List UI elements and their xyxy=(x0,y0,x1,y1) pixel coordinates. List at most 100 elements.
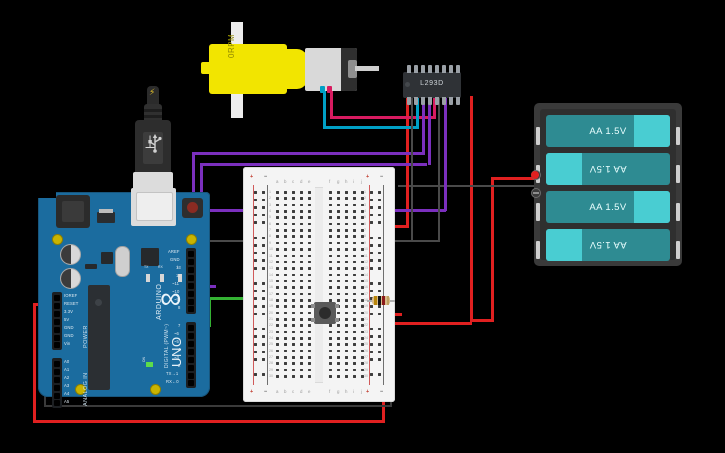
pin-label-a0: A0 xyxy=(64,359,70,364)
wire-pin13-vertical xyxy=(422,96,425,154)
wire-5v-bottom xyxy=(33,420,385,423)
motor-terminal-negative[interactable] xyxy=(320,86,325,93)
usb-symbol-icon xyxy=(148,134,162,153)
l-led xyxy=(178,274,182,282)
smd-chip xyxy=(101,252,113,264)
usb-connector-body xyxy=(135,120,171,178)
arduino-uno-board[interactable]: TX RX L ON ∞ ARDUINO UNO IOREF RESET 3.3… xyxy=(38,188,210,408)
wire-pin12-vertical xyxy=(428,96,431,165)
wire-l293d-ground-v2 xyxy=(411,96,413,242)
motor-axle-hub xyxy=(348,60,357,78)
resistor-band-1 xyxy=(374,296,377,305)
pin-label-gnd2: GND xyxy=(64,333,74,338)
voltage-regulator xyxy=(97,209,115,223)
wire-l293d-ground-v xyxy=(438,96,440,241)
pin-label-5: ~5 xyxy=(174,339,179,344)
pin-label-6: ~6 xyxy=(174,331,179,336)
wire-battery-negative xyxy=(398,185,538,187)
mount-hole-bottom-right xyxy=(150,384,161,395)
pin-label-3: ~3 xyxy=(174,355,179,360)
right-rail-positive-line xyxy=(369,185,370,385)
pin-label-8: 8 xyxy=(178,305,181,310)
battery-contact-left-1 xyxy=(536,127,540,145)
pin-label-13: 13 xyxy=(176,265,181,270)
motor-terminal-positive[interactable] xyxy=(327,86,332,93)
analog-group-label: ANALOG IN xyxy=(83,372,89,406)
rx-led-label: RX xyxy=(158,265,163,269)
tx-led-label: TX xyxy=(144,265,149,269)
battery-cell-3: AA 1.5V xyxy=(546,191,670,223)
lightning-bolt-icon: ⚡ xyxy=(149,87,156,97)
battery-contact-right-3 xyxy=(676,203,680,221)
digital-header-bottom[interactable] xyxy=(186,322,196,388)
pin-label-11: ~11 xyxy=(172,281,180,286)
right-rail-plus-bottom: + xyxy=(366,389,370,395)
electrolytic-capacitor-1 xyxy=(60,244,81,265)
l-led-label: L xyxy=(177,265,179,269)
battery-contact-left-3 xyxy=(536,203,540,221)
wire-battery-rail-vertical xyxy=(491,177,494,322)
wire-enable-v xyxy=(444,96,447,211)
battery-contact-right-4 xyxy=(676,241,680,259)
usb-b-port[interactable] xyxy=(131,188,176,226)
left-rail-plus-top: + xyxy=(250,174,254,180)
battery-cell-4-label: AA 1.5V xyxy=(589,239,627,251)
atmega328-mcu xyxy=(88,285,110,390)
tx-led xyxy=(146,274,150,282)
pin-label-a4: A4 xyxy=(64,391,70,396)
left-rail-positive-line xyxy=(253,185,254,385)
battery-cell-2-label: AA 1.5V xyxy=(589,163,627,175)
power-header[interactable] xyxy=(52,292,62,350)
pin-label-12: 12 xyxy=(176,273,181,278)
pin-label-vin: Vin xyxy=(64,341,71,346)
battery-cell-1-label: AA 1.5V xyxy=(589,125,627,137)
right-rail-negative-line xyxy=(383,185,384,385)
usb-cable-tip xyxy=(147,86,159,106)
crystal-oscillator xyxy=(115,246,130,277)
resistor-band-2 xyxy=(378,296,381,305)
battery-cell-3-label: AA 1.5V xyxy=(589,201,627,213)
barrel-power-jack[interactable] xyxy=(56,195,90,228)
battery-contact-right-2 xyxy=(676,165,680,183)
motor-rpm-label: 0RPM xyxy=(227,33,236,58)
wire-button-to-rail xyxy=(360,322,472,325)
pin-label-gnd-d: GND xyxy=(170,257,180,262)
resistor-band-3 xyxy=(382,296,385,305)
digital-header-top[interactable] xyxy=(186,248,196,314)
wire-battery-positive-lead xyxy=(491,177,536,180)
digital-group-label: DIGITAL (PWM~) xyxy=(164,323,170,368)
smd-resistor-1 xyxy=(85,264,97,269)
resistor[interactable] xyxy=(367,296,395,305)
battery-contact-right-1 xyxy=(676,127,680,145)
on-led-label: ON xyxy=(142,357,146,362)
pin-label-4: 4 xyxy=(178,347,181,352)
battery-contact-left-4 xyxy=(536,241,540,259)
pin-label-a5: A5 xyxy=(64,399,70,404)
center-gutter xyxy=(315,187,323,383)
resistor-band-4 xyxy=(386,296,389,305)
wire-motor-positive-v xyxy=(330,88,333,118)
battery-cell-2: AA 1.5V xyxy=(546,153,670,185)
right-rail-plus-top: + xyxy=(366,174,370,180)
left-rail-plus-bottom: + xyxy=(250,389,254,395)
battery-pack[interactable]: AA 1.5V AA 1.5V AA 1.5V AA 1.5V xyxy=(531,103,682,266)
pin-label-rx0: RX←0 xyxy=(166,379,179,384)
pin-label-9: ~9 xyxy=(174,297,179,302)
pushbutton[interactable] xyxy=(311,302,339,324)
reset-button[interactable] xyxy=(182,198,203,218)
battery-cell-4: AA 1.5V xyxy=(546,229,670,261)
pin-label-a3: A3 xyxy=(64,383,70,388)
pin-label-2: 2 xyxy=(178,363,181,368)
mount-hole-top-right xyxy=(186,234,197,245)
analog-header[interactable] xyxy=(52,358,62,408)
l293d-motor-driver[interactable]: L293D xyxy=(403,65,461,105)
right-rail-minus-top: − xyxy=(380,174,384,180)
wire-motor-negative-up xyxy=(416,96,419,128)
battery-terminal-negative[interactable] xyxy=(531,188,541,198)
usb-cable-neck xyxy=(144,104,162,124)
arduino-infinity-logo: ∞ xyxy=(160,282,182,315)
pin-label-a2: A2 xyxy=(64,375,70,380)
wire-motor-positive-h xyxy=(330,116,436,119)
wire-5v-vertical xyxy=(33,303,36,420)
